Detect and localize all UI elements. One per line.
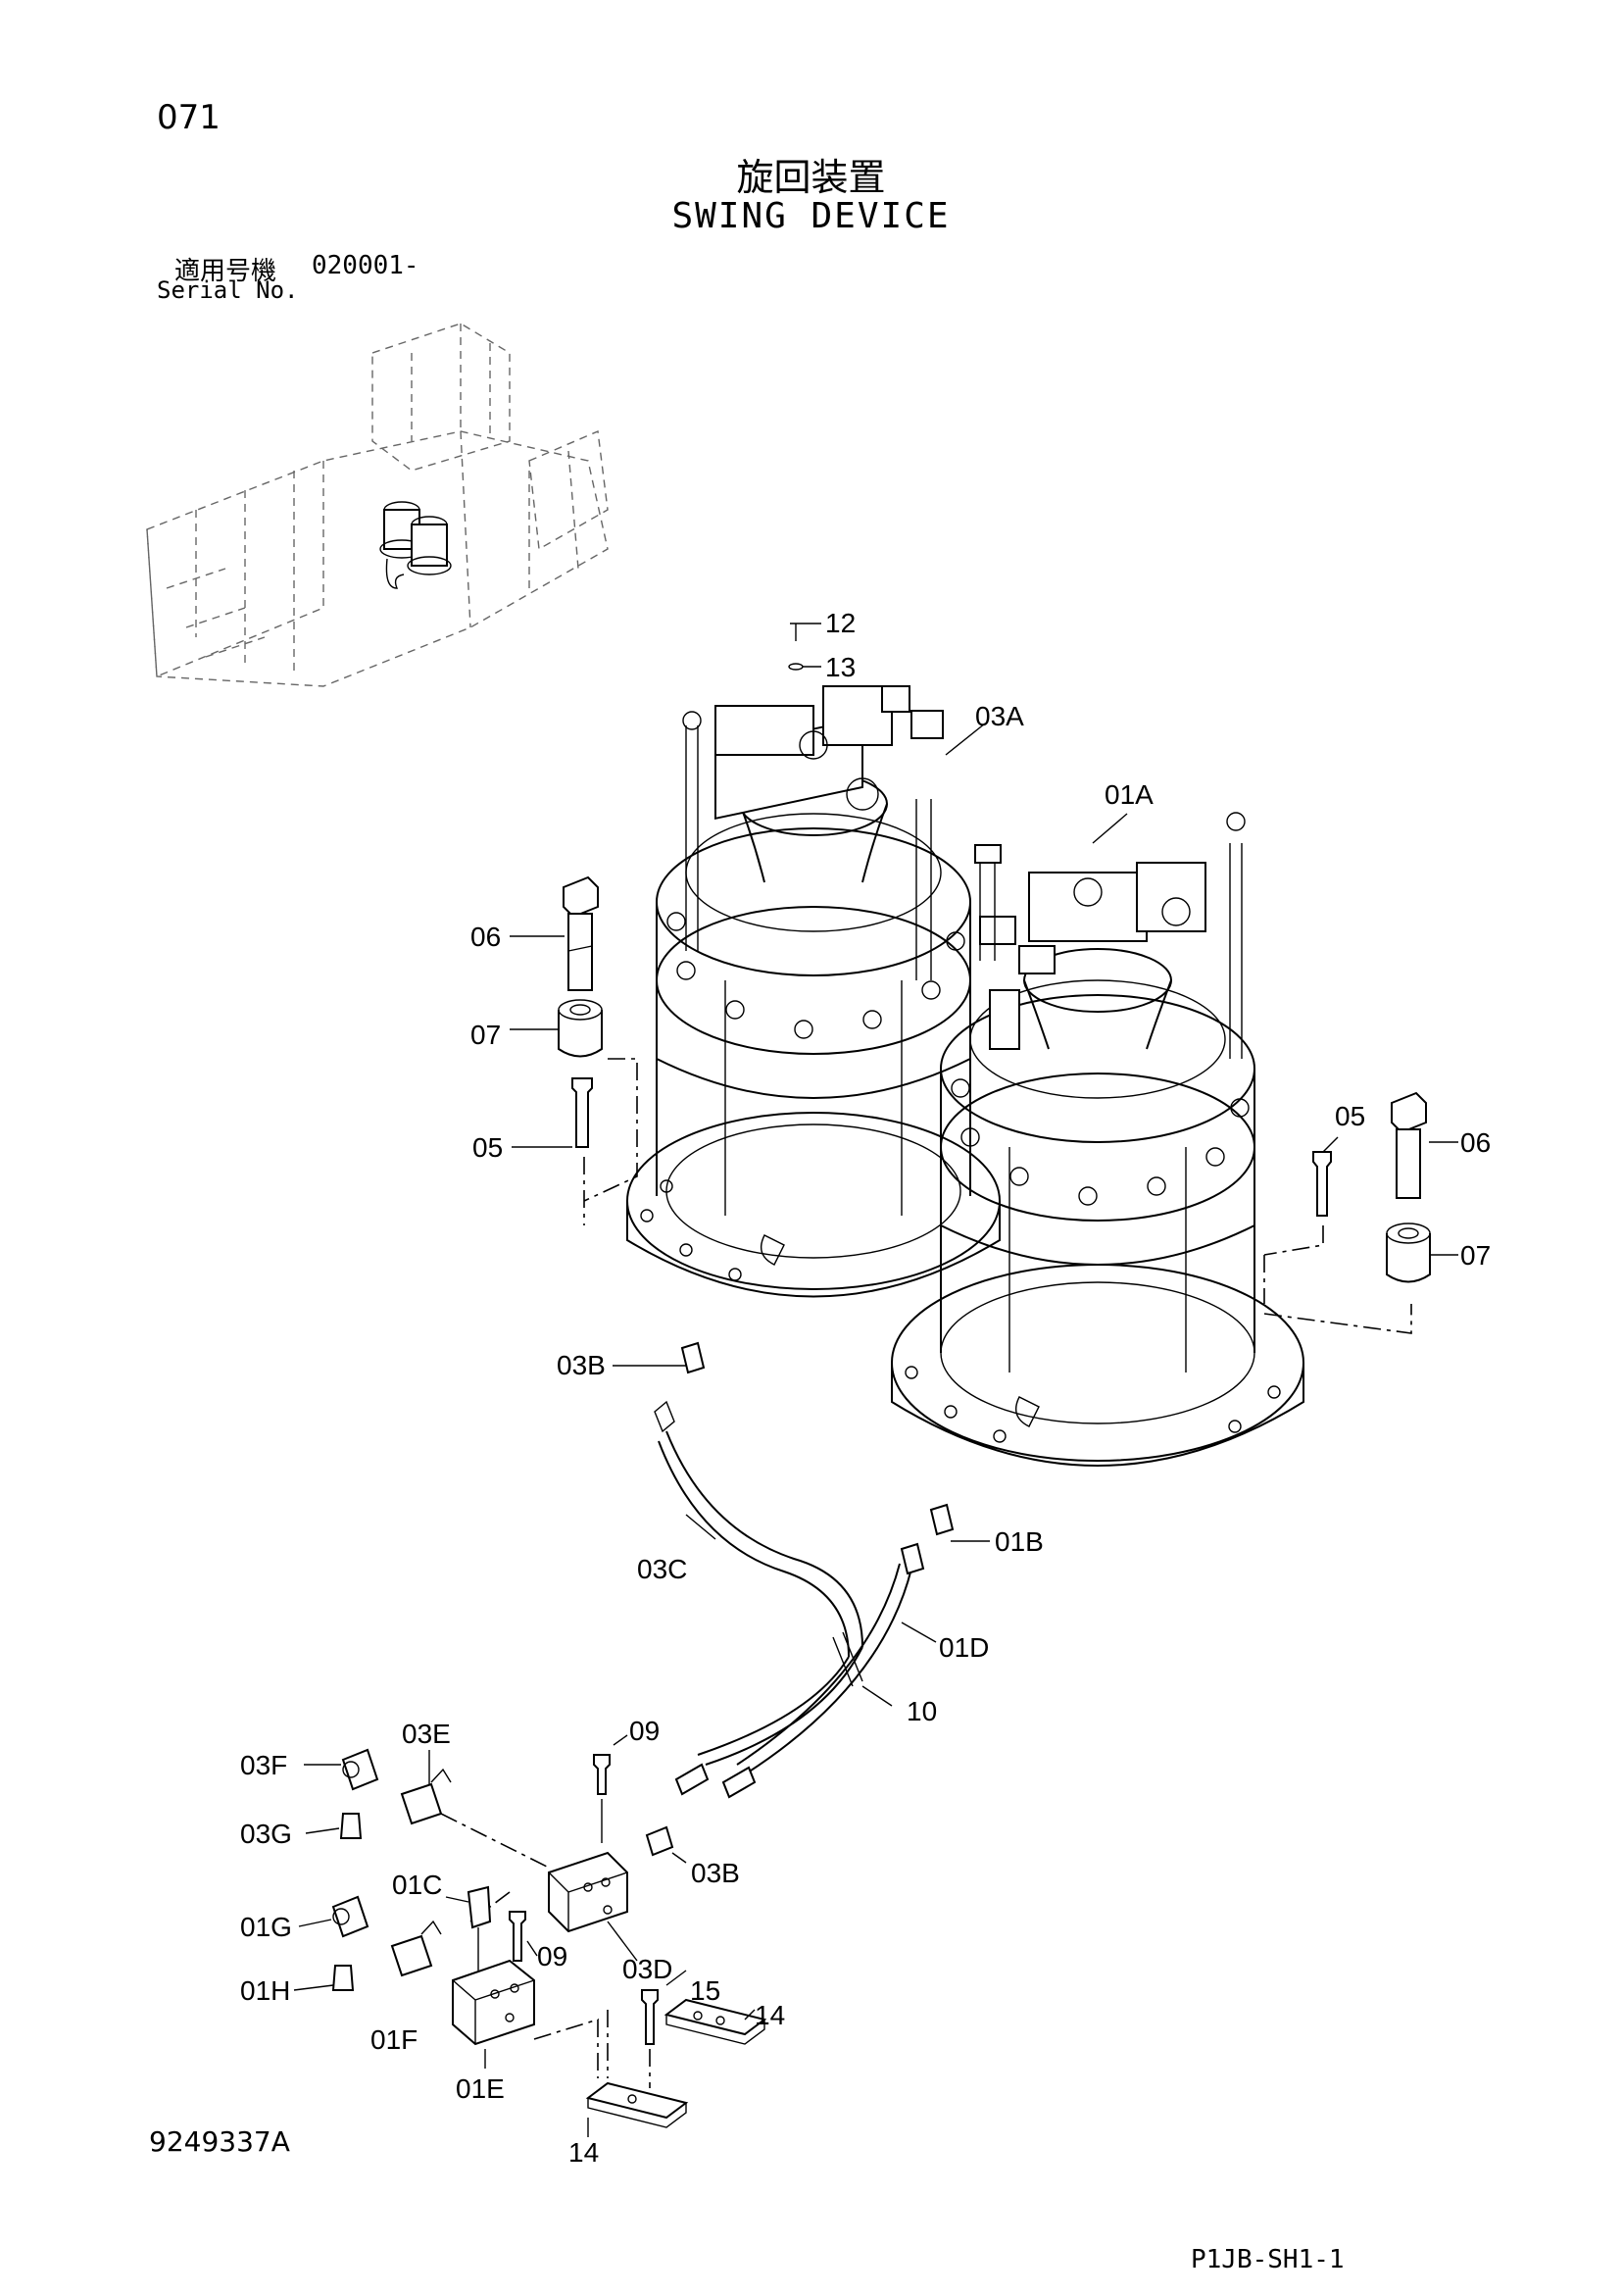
callout-01G: 01G [240,1912,292,1942]
callout-14-right: 14 [755,2000,785,2030]
valve-assembly-03 [339,1748,674,1933]
callout-06-right: 06 [1460,1127,1491,1158]
swing-motor-left [626,685,1001,1298]
callout-01B: 01B [995,1526,1044,1557]
callout-03A: 03A [975,701,1024,731]
callout-01D: 01D [939,1632,989,1663]
callout-03B-top: 03B [557,1350,606,1380]
drawing-number: 9249337A [149,2125,290,2158]
callout-03G: 03G [240,1819,292,1849]
right-fasteners-05-06-07 [1263,1091,1431,1334]
sheet-code: P1JB-SH1-1 [1191,2245,1345,2274]
callout-01H: 01H [240,1975,290,2006]
serial-range: 020001- [312,251,419,280]
swing-motor-right [891,812,1304,1467]
callout-01A: 01A [1105,779,1154,810]
plates-14-bolt-15 [585,1989,767,2128]
title-japanese: 旋回装置 [736,156,886,199]
serial-label-japanese: 適用号機 [174,257,277,286]
callout-labels: 12 13 03A 01A 06 07 05 05 06 07 03B 01B … [240,608,1491,2168]
callout-03D: 03D [622,1954,672,1984]
callout-03F: 03F [240,1750,287,1780]
callout-05-left: 05 [472,1132,503,1163]
machine-location-inset [146,323,609,687]
callout-09-top: 09 [629,1716,660,1746]
callout-14-bottom: 14 [568,2137,599,2168]
callout-09-bottom: 09 [537,1941,567,1972]
left-fasteners-05-06-07 [558,875,638,1225]
callout-01E: 01E [456,2073,505,2104]
valve-assembly-01 [331,1885,599,2078]
callout-leaders [293,723,1458,2137]
callout-15: 15 [690,1975,720,2006]
title-english: SWING DEVICE [671,196,951,236]
page-number: 071 [157,98,221,137]
callout-03C: 03C [637,1554,687,1584]
callout-13: 13 [825,652,856,682]
callout-12: 12 [825,608,856,638]
callout-01C: 01C [392,1870,442,1900]
serial-label-english: Serial No. [157,276,299,304]
callout-01F: 01F [370,2024,418,2055]
callout-03E: 03E [402,1719,451,1749]
left-motor-bolt-ring [640,912,965,1281]
callout-03B-bottom: 03B [691,1858,740,1888]
inset-swing-motor-highlight [379,501,452,589]
parts-12-13 [788,623,821,671]
callout-05-right: 05 [1335,1101,1365,1131]
callout-10: 10 [907,1696,937,1726]
right-motor-bolt-ring [905,1078,1281,1443]
hoses-03C-01D [654,1341,955,1799]
callout-06-left: 06 [470,922,501,952]
callout-07-right: 07 [1460,1240,1491,1271]
callout-07-left: 07 [470,1020,501,1050]
